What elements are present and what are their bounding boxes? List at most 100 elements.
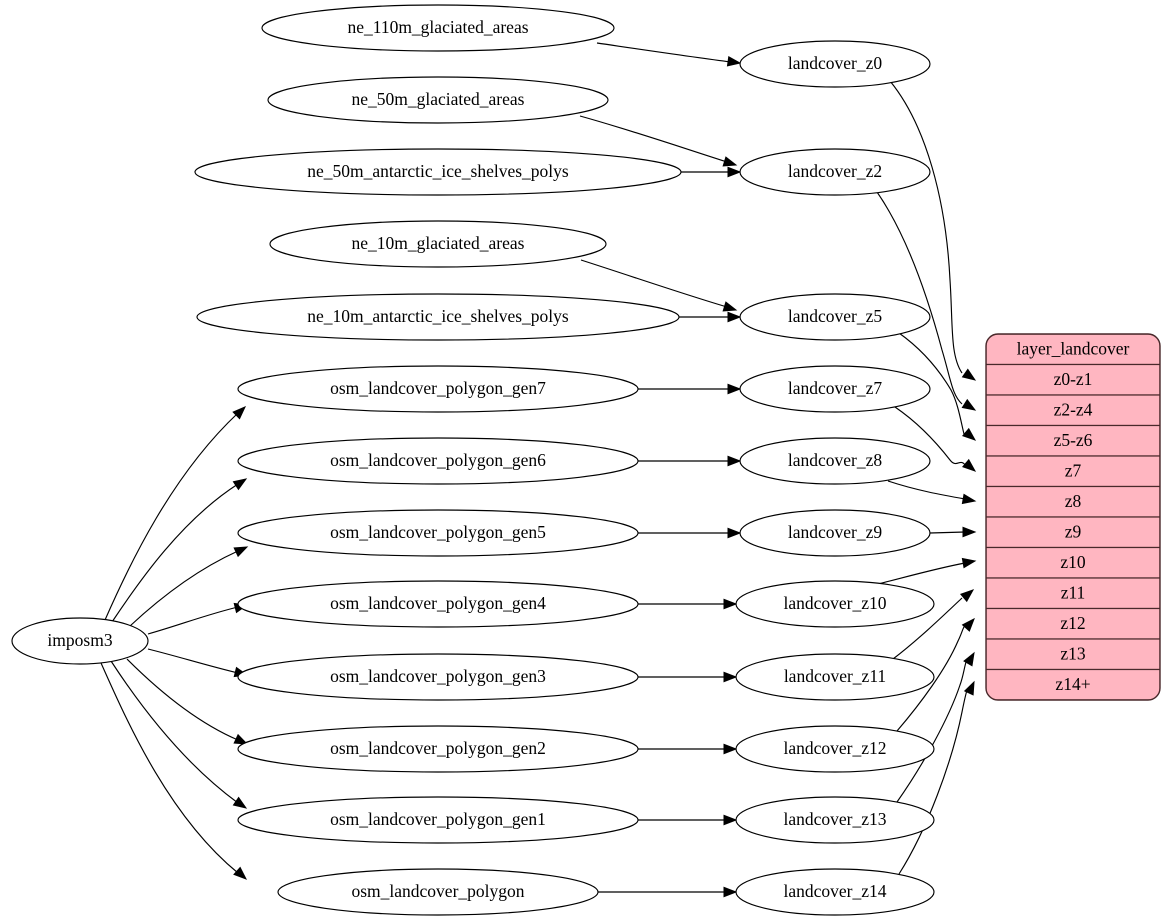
node-shape[interactable]: [194, 148, 682, 196]
node-shape[interactable]: [196, 293, 680, 341]
edge-imposm3-to-osm_landcover_polygon_gen2: [126, 658, 249, 745]
node-osm_landcover_polygon_gen6[interactable]: osm_landcover_polygon_gen6: [237, 437, 639, 485]
node-shape[interactable]: [735, 653, 935, 701]
table-row-z5-z6[interactable]: [986, 424, 1160, 457]
edge-imposm3-to-osm_landcover_polygon_gen3: [147, 648, 249, 678]
edge-imposm3-to-osm_landcover_polygon_gen4: [147, 602, 249, 635]
node-shape[interactable]: [739, 509, 931, 557]
arrow-head-icon: [961, 493, 977, 505]
node-landcover_z14[interactable]: landcover_z14: [735, 868, 935, 916]
edge-landcover_z10-to-row6: [877, 557, 977, 585]
edge-line: [110, 660, 239, 804]
arrow-head-icon: [727, 455, 742, 467]
edge-imposm3-to-osm_landcover_polygon_gen5: [129, 546, 249, 627]
edge-line: [147, 606, 239, 635]
edge-ne_50m_antarctic_ice_shelves_polys-to-landcover_z2: [681, 166, 742, 178]
edge-imposm3-to-osm_landcover_polygon: [100, 662, 248, 880]
node-shape[interactable]: [237, 796, 639, 844]
node-shape[interactable]: [277, 868, 599, 916]
arrow-head-icon: [233, 866, 248, 880]
table-row-z11[interactable]: [986, 577, 1160, 610]
arrow-head-icon: [722, 156, 738, 167]
table-row-z9[interactable]: [986, 516, 1160, 549]
node-landcover_z7[interactable]: landcover_z7: [739, 365, 931, 413]
node-osm_landcover_polygon_gen7[interactable]: osm_landcover_polygon_gen7: [237, 365, 639, 413]
node-shape[interactable]: [735, 725, 935, 773]
table-row-z10[interactable]: [986, 546, 1160, 579]
table-row-z0-z1[interactable]: [986, 363, 1160, 396]
edge-line: [111, 483, 239, 623]
node-landcover_z0[interactable]: landcover_z0: [739, 40, 931, 88]
arrow-head-icon: [723, 886, 738, 898]
edge-osm_landcover_polygon_gen1-to-landcover_z13: [638, 814, 738, 826]
node-osm_landcover_polygon_gen5[interactable]: osm_landcover_polygon_gen5: [237, 509, 639, 557]
node-shape[interactable]: [11, 617, 149, 665]
table-outline: [985, 333, 1161, 701]
arrow-head-icon: [233, 546, 249, 558]
edge-line: [898, 332, 965, 435]
node-ne_10m_glaciated_areas[interactable]: ne_10m_glaciated_areas: [269, 220, 607, 268]
edge-line: [892, 597, 963, 660]
table-row-z12[interactable]: [986, 607, 1160, 640]
node-shape[interactable]: [739, 365, 931, 413]
node-landcover_z8[interactable]: landcover_z8: [739, 437, 931, 485]
node-shape[interactable]: [735, 868, 935, 916]
node-shape[interactable]: [237, 725, 639, 773]
node-ne_50m_glaciated_areas[interactable]: ne_50m_glaciated_areas: [267, 76, 609, 124]
edge-line: [896, 624, 966, 732]
node-shape[interactable]: [237, 580, 639, 628]
node-shape[interactable]: [739, 40, 931, 88]
table-row-z8[interactable]: [986, 485, 1160, 518]
arrow-head-icon: [233, 733, 249, 745]
node-shape[interactable]: [269, 220, 607, 268]
arrow-head-icon: [963, 680, 975, 696]
table-body[interactable]: layer_landcoverz0-z1z2-z4z5-z6z7z8z9z10z…: [986, 334, 1160, 700]
node-shape[interactable]: [261, 4, 615, 52]
arrow-head-icon: [961, 557, 977, 569]
node-shape[interactable]: [237, 653, 639, 701]
node-shape[interactable]: [739, 293, 931, 341]
node-osm_landcover_polygon_gen3[interactable]: osm_landcover_polygon_gen3: [237, 653, 639, 701]
table-row-z14+[interactable]: [986, 668, 1160, 701]
node-osm_landcover_polygon[interactable]: osm_landcover_polygon: [277, 868, 599, 916]
edge-landcover_z5-to-row2: [898, 332, 977, 441]
node-landcover_z11[interactable]: landcover_z11: [735, 653, 935, 701]
node-shape[interactable]: [267, 76, 609, 124]
edge-ne_10m_glaciated_areas-to-landcover_z5: [580, 259, 738, 312]
node-shape[interactable]: [237, 437, 639, 485]
node-landcover_z12[interactable]: landcover_z12: [735, 725, 935, 773]
node-osm_landcover_polygon_gen2[interactable]: osm_landcover_polygon_gen2: [237, 725, 639, 773]
node-landcover_z5[interactable]: landcover_z5: [739, 293, 931, 341]
node-ne_10m_antarctic_ice_shelves_polys[interactable]: ne_10m_antarctic_ice_shelves_polys: [196, 293, 680, 341]
node-imposm3[interactable]: imposm3: [11, 617, 149, 665]
edge-landcover_z8-to-row4: [887, 480, 977, 505]
node-ne_110m_glaciated_areas[interactable]: ne_110m_glaciated_areas: [261, 4, 615, 52]
table-row-z7[interactable]: [986, 455, 1160, 488]
layer-landcover-table[interactable]: layer_landcoverz0-z1z2-z4z5-z6z7z8z9z10z…: [985, 333, 1161, 701]
node-shape[interactable]: [237, 365, 639, 413]
node-shape[interactable]: [735, 580, 935, 628]
arrow-head-icon: [963, 651, 975, 667]
edge-osm_landcover_polygon_gen7-to-landcover_z7: [638, 383, 742, 395]
edge-line: [147, 648, 239, 674]
node-landcover_z10[interactable]: landcover_z10: [735, 580, 935, 628]
edge-landcover_z0-to-row0: [889, 80, 977, 381]
table-row-z13[interactable]: [986, 638, 1160, 671]
arrow-head-icon: [232, 796, 248, 809]
edge-line: [877, 562, 966, 585]
node-shape[interactable]: [739, 148, 931, 196]
edge-line: [894, 406, 967, 467]
node-shape[interactable]: [735, 796, 935, 844]
node-ne_50m_antarctic_ice_shelves_polys[interactable]: ne_50m_antarctic_ice_shelves_polys: [194, 148, 682, 196]
table-row-z2-z4[interactable]: [986, 394, 1160, 427]
node-shape[interactable]: [739, 437, 931, 485]
node-landcover_z9[interactable]: landcover_z9: [739, 509, 931, 557]
node-osm_landcover_polygon_gen1[interactable]: osm_landcover_polygon_gen1: [237, 796, 639, 844]
edge-line: [100, 662, 239, 874]
node-landcover_z13[interactable]: landcover_z13: [735, 796, 935, 844]
node-landcover_z2[interactable]: landcover_z2: [739, 148, 931, 196]
node-shape[interactable]: [237, 509, 639, 557]
node-osm_landcover_polygon_gen4[interactable]: osm_landcover_polygon_gen4: [237, 580, 639, 628]
edge-line: [104, 412, 239, 621]
